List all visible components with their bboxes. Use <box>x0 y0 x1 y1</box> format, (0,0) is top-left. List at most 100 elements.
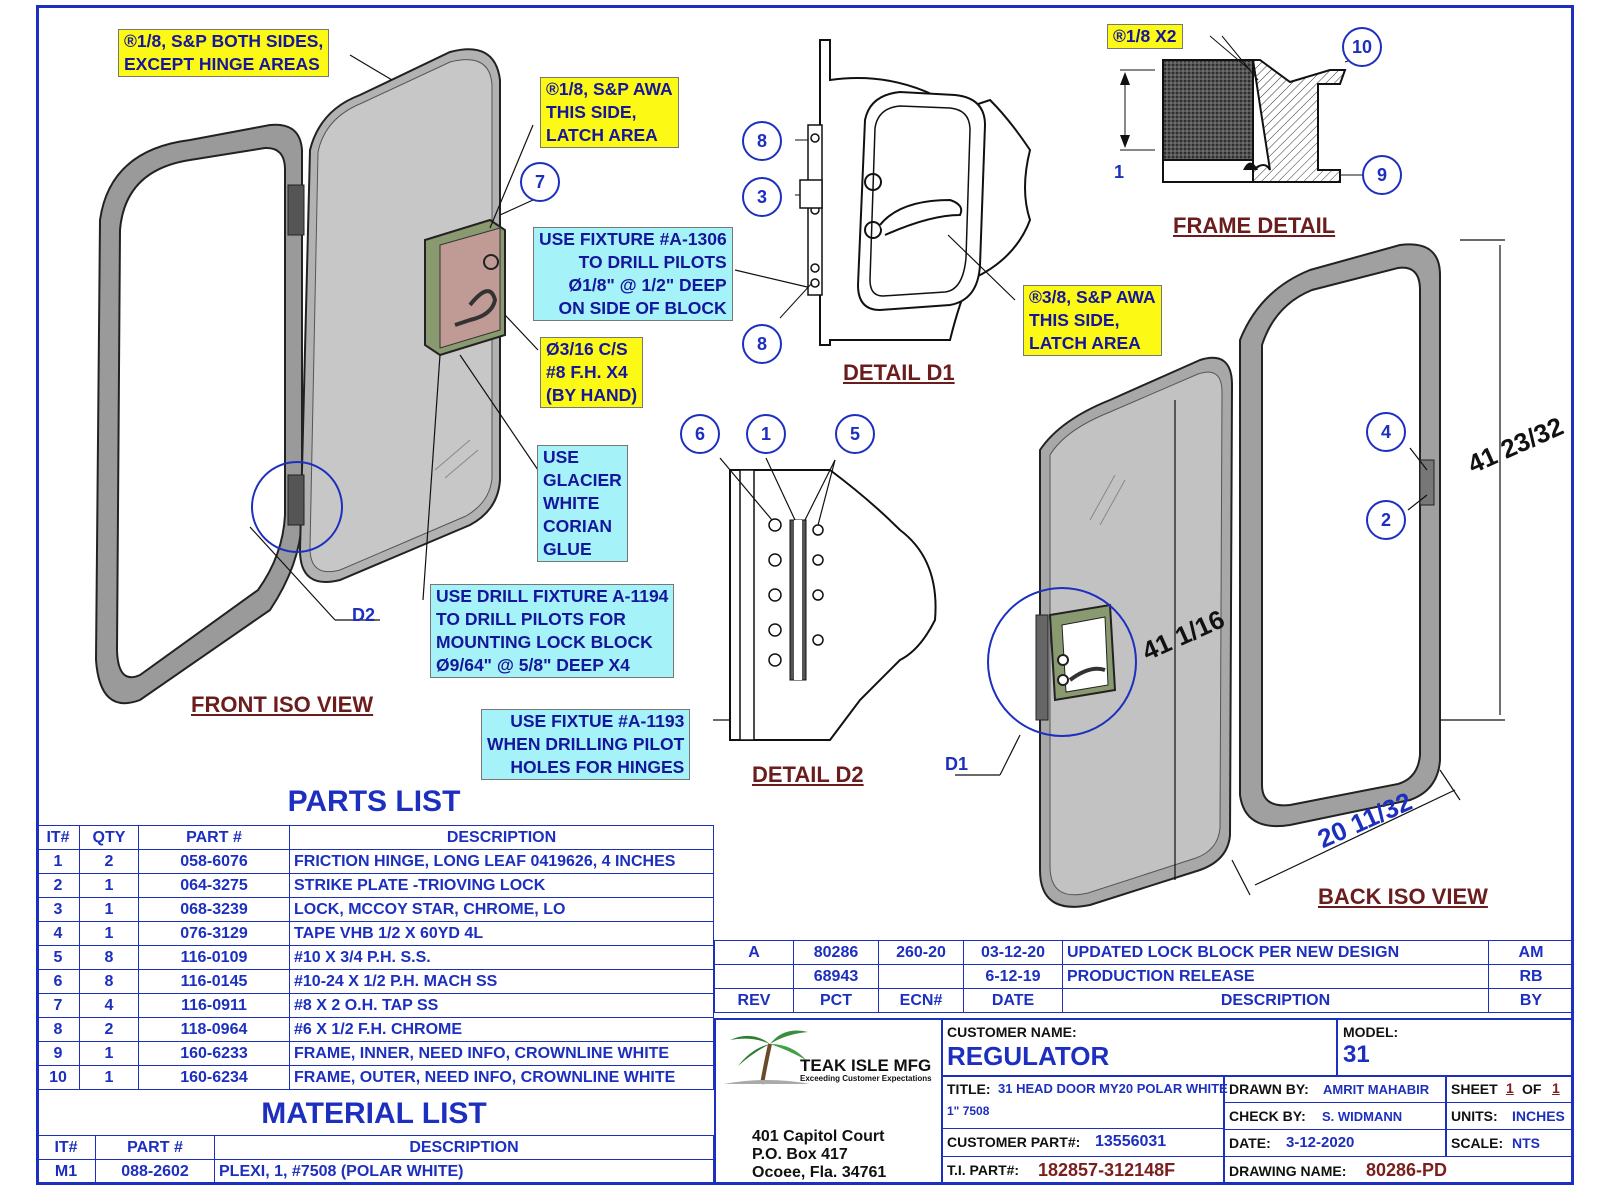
front-iso-view-label: FRONT ISO VIEW <box>191 692 374 717</box>
pct: 80286 <box>793 940 879 965</box>
title-block-divider <box>1223 1129 1574 1130</box>
col-header: DESCRIPTION <box>214 1135 714 1160</box>
note-line: GLACIER <box>543 470 622 490</box>
item-number: 6 <box>36 969 80 994</box>
part-number: 160-6234 <box>138 1065 290 1090</box>
title-label: TITLE: <box>947 1081 991 1097</box>
title-block-divider <box>1223 1102 1574 1103</box>
material-list-title: MATERIAL LIST <box>261 1097 487 1130</box>
balloon-8-top: 8 <box>742 121 782 161</box>
item-number: 4 <box>36 921 80 946</box>
parts-list-title: PARTS LIST <box>287 785 461 818</box>
title-block-divider <box>1223 1075 1225 1185</box>
title-block-divider <box>1223 1156 1574 1157</box>
frame-detail-section <box>1120 35 1368 183</box>
drawing-name-label: DRAWING NAME: <box>1229 1163 1347 1179</box>
quantity: 1 <box>79 921 139 946</box>
parts-list-header-row: IT# QTY PART # DESCRIPTION <box>36 825 714 850</box>
note-line: ON SIDE OF BLOCK <box>558 298 727 318</box>
check-by-label: CHECK BY: <box>1229 1108 1306 1124</box>
address-line: 401 Capitol Court <box>752 1128 885 1145</box>
rev: A <box>714 940 794 965</box>
item-number: 5 <box>36 945 80 970</box>
balloon-3: 3 <box>742 177 782 217</box>
note-line: ®3/8, S&P AWA <box>1029 287 1156 307</box>
title-block-divider <box>1336 1018 1338 1075</box>
scale-value: NTS <box>1512 1135 1540 1151</box>
note-line: TO DRILL PILOTS FOR <box>436 609 626 629</box>
col-header: BY <box>1488 988 1574 1013</box>
quantity: 2 <box>79 849 139 874</box>
note-line: THIS SIDE, <box>546 102 637 122</box>
note-both-sides: ®1/8, S&P BOTH SIDES, EXCEPT HINGE AREAS <box>118 29 330 77</box>
ecn <box>878 964 964 989</box>
balloon-4: 4 <box>1366 412 1406 452</box>
sheet-label: SHEET <box>1451 1081 1498 1097</box>
back-iso-view-label: BACK ISO VIEW <box>1318 884 1488 909</box>
note-line: Ø9/64" @ 5/8" DEEP X4 <box>436 655 630 675</box>
item-number: 7 <box>36 993 80 1018</box>
date-value: 3-12-2020 <box>1286 1134 1355 1151</box>
frame-detail-label: FRAME DETAIL <box>1173 213 1336 238</box>
item-number: M1 <box>36 1159 96 1184</box>
description: UPDATED LOCK BLOCK PER NEW DESIGN <box>1062 940 1489 965</box>
ti-part-value: 182857-312148F <box>1038 1160 1176 1180</box>
part-number: 116-0911 <box>138 993 290 1018</box>
part-number: 064-3275 <box>138 873 290 898</box>
title-block-divider <box>941 1075 1574 1077</box>
col-header: DESCRIPTION <box>289 825 714 850</box>
description: PRODUCTION RELEASE <box>1062 964 1489 989</box>
drawn-by-value: AMRIT MAHABIR <box>1323 1082 1430 1097</box>
part-number: 068-3239 <box>138 897 290 922</box>
callout-d1: D1 <box>945 754 969 774</box>
units-value: INCHES <box>1512 1108 1565 1124</box>
customer-name-label: CUSTOMER NAME: <box>947 1024 1077 1040</box>
address-line: Ocoee, Fla. 34761 <box>752 1164 887 1181</box>
part-number: 076-3129 <box>138 921 290 946</box>
title-block-divider <box>941 1018 943 1185</box>
note-line: Ø3/16 C/S <box>546 339 628 359</box>
balloon-9: 9 <box>1362 155 1402 195</box>
by: RB <box>1488 964 1574 989</box>
sheet-of-label: OF <box>1522 1081 1542 1097</box>
balloon-7: 7 <box>520 162 560 202</box>
balloon-10: 10 <box>1342 27 1382 67</box>
model-label: MODEL: <box>1343 1024 1399 1040</box>
check-by-value: S. WIDMANN <box>1322 1109 1403 1124</box>
note-line: (BY HAND) <box>546 385 638 405</box>
quantity: 1 <box>79 1065 139 1090</box>
drawing-title-line2: 1" 7508 <box>947 1104 990 1118</box>
detail-d1-label: DETAIL D1 <box>843 360 955 385</box>
balloon-2: 2 <box>1366 500 1406 540</box>
note-line: EXCEPT HINGE AREAS <box>124 54 320 74</box>
back-iso-door <box>1039 356 1234 908</box>
note-awa-latch: ®1/8, S&P AWA THIS SIDE, LATCH AREA <box>540 77 679 148</box>
company-tagline: Exceeding Customer Expectations <box>800 1074 932 1083</box>
pct: 68943 <box>793 964 879 989</box>
title-block-divider <box>941 1128 1223 1129</box>
item-number: 3 <box>36 897 80 922</box>
part-number: 116-0109 <box>138 945 290 970</box>
col-header: IT# <box>36 1135 96 1160</box>
front-leaders <box>249 54 821 621</box>
note-x2: ®1/8 X2 <box>1107 24 1183 49</box>
sheet-of-value: 1 <box>1552 1080 1560 1096</box>
by: AM <box>1488 940 1574 965</box>
detail-d1-drawing <box>779 39 1032 346</box>
part-number: 116-0145 <box>138 969 290 994</box>
note-line: ®1/8, S&P BOTH SIDES, <box>124 31 324 51</box>
col-header: REV <box>714 988 794 1013</box>
quantity: 8 <box>79 945 139 970</box>
part-number: 058-6076 <box>138 849 290 874</box>
note-line: TO DRILL PILOTS <box>578 252 727 272</box>
note-line: CORIAN <box>543 516 613 536</box>
ti-part-label: T.I. PART#: <box>947 1162 1020 1178</box>
